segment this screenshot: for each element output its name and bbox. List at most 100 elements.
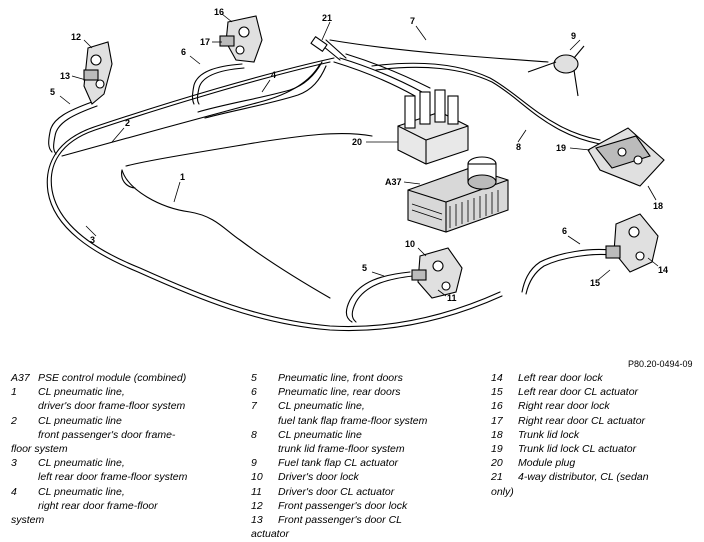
- legend-text: CL pneumatic line,: [38, 485, 125, 498]
- legend-number: 15: [491, 386, 503, 399]
- legend-text: Trunk lid lock CL actuator: [518, 443, 637, 456]
- legend-number: 5: [251, 372, 257, 384]
- line-5-left-path: [48, 101, 93, 153]
- legend-column-2: 5 Pneumatic line, front doors 6 Pneumatic l…: [251, 371, 481, 541]
- legend-text: Driver's door CL actuator: [278, 485, 395, 498]
- legend-number: 3: [11, 457, 17, 470]
- driver-door-lock: [411, 247, 463, 299]
- pse-control-module: [407, 156, 509, 233]
- legend-number: 6: [251, 386, 257, 399]
- legend-item: 6 Pneumatic line, rear doors: [251, 385, 481, 399]
- legend-number: 10: [251, 471, 263, 484]
- legend-number: 4: [11, 485, 17, 498]
- front-passenger-door-lock: [83, 41, 113, 105]
- legend-text: CL pneumatic line,: [38, 457, 125, 470]
- legend-number: 16: [491, 400, 503, 413]
- legend-number: 2: [11, 414, 17, 427]
- pneumatic-system-diagram: 1 2 3 4 5 5 6 6 7 8 9 10 11 12 13 14 15 …: [46, 7, 668, 332]
- legend-text: front passenger's door frame-: [38, 428, 176, 441]
- legend-text: Right rear door lock: [518, 400, 610, 413]
- legend-text: Right rear door CL actuator: [518, 414, 646, 427]
- callout-9: 9: [571, 31, 576, 41]
- trunk-lid-lock: [587, 127, 665, 187]
- legend-number: 1: [11, 386, 17, 399]
- legend-text: Fuel tank flap CL actuator: [278, 457, 399, 470]
- callout-17: 17: [200, 37, 210, 47]
- line-5-right-path: [345, 271, 411, 323]
- legend-number: 9: [251, 457, 257, 470]
- legend-column-1: A37 PSE control module (combined) 1 CL pneu…: [11, 371, 236, 527]
- reference-code: P80.20-0494-09: [628, 359, 693, 369]
- legend-item: 11 Driver's door CL actuator: [251, 485, 481, 499]
- legend-number: 11: [251, 485, 262, 498]
- callout-10: 10: [405, 239, 415, 249]
- legend-text: Left rear door lock: [518, 372, 603, 384]
- legend-item: 1 CL pneumatic line,driver's door frame-f…: [11, 385, 236, 413]
- callout-5-right: 5: [362, 263, 367, 273]
- legend-text: left rear door frame-floor system: [38, 471, 188, 484]
- callout-1: 1: [180, 172, 185, 182]
- callout-15: 15: [590, 278, 600, 288]
- callout-11: 11: [447, 293, 457, 303]
- legend-text: driver's door frame-floor system: [38, 400, 186, 413]
- module-plug-20: [397, 89, 469, 165]
- legend-text-wrap: actuator: [251, 528, 289, 541]
- legend-text: PSE control module (combined): [38, 372, 187, 384]
- legend-number: 20: [491, 457, 503, 470]
- callout-20: 20: [352, 137, 362, 147]
- legend-number: A37: [11, 372, 30, 384]
- legend-number: 17: [491, 414, 503, 427]
- callout-21: 21: [322, 13, 332, 23]
- legend-text: Front passenger's door CL: [278, 514, 402, 527]
- legend-text: 4-way distributor, CL (sedan: [518, 471, 649, 484]
- callout-12: 12: [71, 32, 81, 42]
- legend-text: Pneumatic line, rear doors: [278, 386, 401, 399]
- legend-text: CL pneumatic line: [38, 414, 122, 427]
- legend-number: 21: [491, 471, 503, 484]
- callout-a37: A37: [385, 177, 402, 187]
- legend-text: CL pneumatic line: [278, 428, 362, 441]
- callout-6-left: 6: [181, 47, 186, 57]
- legend-text: fuel tank flap frame-floor system: [278, 414, 428, 427]
- legend-text: Trunk lid lock: [518, 428, 580, 441]
- legend-text-wrap: system: [11, 514, 45, 527]
- legend-number: 12: [251, 499, 263, 512]
- legend-text: trunk lid frame-floor system: [278, 443, 405, 456]
- line-6-left-path: [191, 63, 243, 105]
- callout-18: 18: [653, 201, 663, 211]
- callout-19: 19: [556, 143, 566, 153]
- legend-number: 13: [251, 514, 263, 527]
- left-rear-door-lock: [605, 213, 659, 273]
- legend-item: A37 PSE control module (combined): [11, 371, 236, 385]
- callout-2: 2: [125, 118, 130, 128]
- line-8-path: [371, 62, 601, 141]
- legend-text-wrap: only): [491, 485, 514, 498]
- line-3-path: [50, 61, 501, 328]
- line-6-right-path: [521, 249, 611, 293]
- legend-item: 3 CL pneumatic line,left rear door frame-…: [11, 456, 236, 484]
- legend-item: 17 Right rear door CL actuator: [491, 414, 696, 428]
- legend-item: 18 Trunk lid lock: [491, 428, 696, 442]
- callout-7: 7: [410, 16, 415, 26]
- callout-6-right: 6: [562, 226, 567, 236]
- fuel-tank-flap-actuator: [527, 45, 585, 97]
- legend-text: CL pneumatic line,: [38, 386, 125, 399]
- legend-number: 8: [251, 428, 257, 441]
- callout-4: 4: [271, 70, 276, 80]
- callout-3: 3: [90, 235, 95, 245]
- legend-number: 18: [491, 428, 503, 441]
- legend-text: Pneumatic line, front doors: [278, 372, 403, 384]
- line-7-path: [329, 39, 549, 63]
- callout-8: 8: [516, 142, 521, 152]
- legend-item: 21 4-way distributor, CL (sedan only): [491, 470, 696, 498]
- legend-text: CL pneumatic line,: [278, 400, 365, 413]
